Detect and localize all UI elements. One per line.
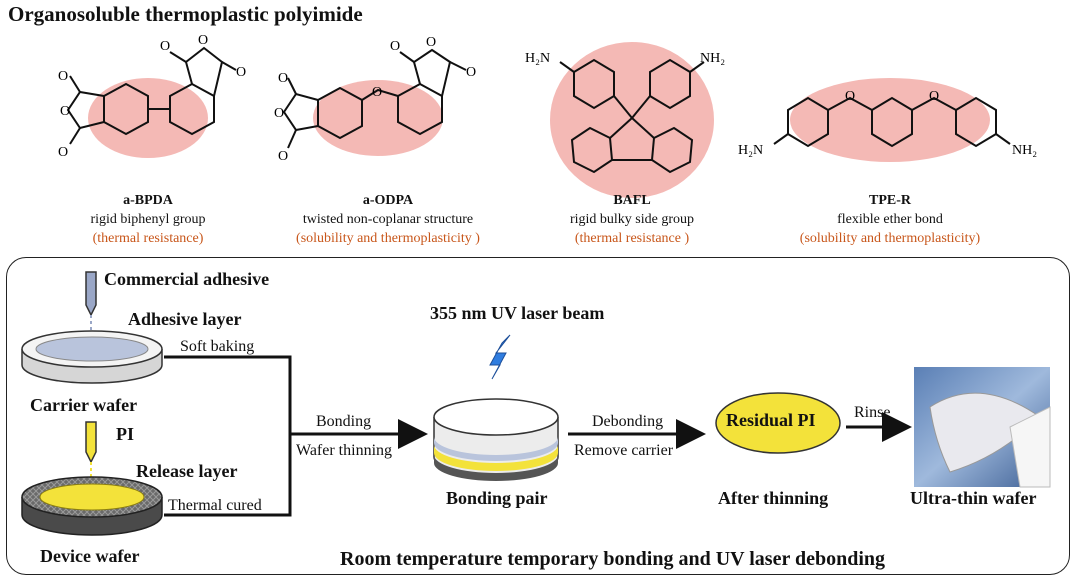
residual-pi-label: Residual PI bbox=[726, 410, 816, 430]
bonding-pair-icon bbox=[433, 398, 559, 481]
process-footer-title: Room temperature temporary bonding and U… bbox=[340, 548, 886, 570]
tpe-r-structure bbox=[773, 78, 1011, 162]
monomer-structures: O O O O O O O O O O O O O H₂N NH₂ bbox=[58, 33, 1037, 198]
device-connector-line bbox=[164, 434, 292, 517]
tpe-r-description: flexible ether bond bbox=[837, 212, 943, 227]
tpe-r-property: (solubility and thermoplasticity) bbox=[799, 231, 981, 246]
tpe-r-h2n: H₂N bbox=[738, 143, 763, 158]
a-bpda-property: (thermal resistance) bbox=[92, 231, 204, 246]
device-wafer-label: Device wafer bbox=[40, 546, 140, 566]
a-odpa-o1: O bbox=[278, 71, 288, 86]
a-bpda-o1: O bbox=[58, 69, 68, 84]
bafl-property: (thermal resistance ) bbox=[574, 231, 690, 246]
a-odpa-o4: O bbox=[390, 39, 400, 54]
commercial-adhesive-label: Commercial adhesive bbox=[104, 269, 270, 289]
a-odpa-property: (solubility and thermoplasticity ) bbox=[296, 231, 480, 246]
a-bpda-o5: O bbox=[198, 33, 208, 48]
a-odpa-highlight bbox=[313, 80, 443, 156]
a-odpa-o3: O bbox=[278, 149, 288, 164]
tpe-r-name: TPE-R bbox=[869, 193, 911, 208]
a-odpa-o5: O bbox=[426, 35, 436, 50]
adhesive-layer-label: Adhesive layer bbox=[128, 309, 242, 329]
a-bpda-structure bbox=[66, 46, 237, 158]
ultra-thin-wafer-photo bbox=[914, 367, 1051, 488]
remove-carrier-label: Remove carrier bbox=[574, 442, 674, 459]
pi-dispenser-icon bbox=[85, 421, 97, 479]
bonding-arrow bbox=[164, 355, 428, 449]
process-diagram bbox=[21, 271, 1051, 536]
a-bpda-o3: O bbox=[58, 145, 68, 160]
a-bpda-o6: O bbox=[236, 65, 246, 80]
ultra-thin-wafer-label: Ultra-thin wafer bbox=[910, 488, 1037, 508]
tpe-r-ether-o1: O bbox=[845, 89, 855, 104]
laser-bolt-icon bbox=[489, 334, 511, 380]
debonding-label: Debonding bbox=[592, 413, 664, 430]
bafl-nh2: NH₂ bbox=[700, 51, 725, 66]
a-odpa-o6: O bbox=[466, 65, 476, 80]
thermal-cured-label: Thermal cured bbox=[168, 497, 262, 514]
bafl-description: rigid bulky side group bbox=[569, 212, 695, 227]
a-odpa-o2: O bbox=[274, 106, 284, 121]
soft-baking-label: Soft baking bbox=[180, 338, 255, 355]
adhesive-dispenser-icon bbox=[85, 271, 97, 335]
carrier-wafer-label: Carrier wafer bbox=[30, 395, 138, 415]
bafl-highlight bbox=[550, 42, 714, 198]
pi-label: PI bbox=[116, 424, 134, 444]
a-bpda-name: a-BPDA bbox=[123, 193, 173, 208]
residual-pi-icon bbox=[715, 392, 841, 454]
bafl-name: BAFL bbox=[613, 193, 651, 208]
process-panel bbox=[6, 257, 1070, 575]
a-odpa-description: twisted non-coplanar structure bbox=[302, 212, 474, 227]
carrier-wafer-icon bbox=[21, 330, 163, 384]
tpe-r-highlight bbox=[790, 78, 990, 162]
tpe-r-ether-o2: O bbox=[929, 89, 939, 104]
after-thinning-label: After thinning bbox=[718, 488, 829, 508]
a-bpda-o2: O bbox=[60, 104, 70, 119]
rinse-label: Rinse bbox=[854, 404, 891, 421]
a-bpda-o4: O bbox=[160, 39, 170, 54]
bonding-pair-label: Bonding pair bbox=[446, 488, 548, 508]
uv-laser-label: 355 nm UV laser beam bbox=[430, 303, 605, 323]
a-odpa-structure bbox=[282, 48, 467, 156]
a-bpda-description: rigid biphenyl group bbox=[90, 212, 206, 227]
bafl-h2n: H₂N bbox=[525, 51, 550, 66]
bonding-label: Bonding bbox=[316, 413, 372, 430]
device-wafer-icon bbox=[21, 476, 163, 536]
wafer-thinning-label: Wafer thinning bbox=[296, 442, 393, 459]
a-odpa-ether-o: O bbox=[372, 85, 382, 100]
tpe-r-nh2: NH₂ bbox=[1012, 143, 1037, 158]
release-layer-label: Release layer bbox=[136, 461, 238, 481]
tpe-r-ring-2 bbox=[871, 96, 913, 148]
diagram-title: Organosoluble thermoplastic polyimide bbox=[8, 2, 363, 26]
bafl-structure bbox=[550, 42, 714, 198]
a-odpa-name: a-ODPA bbox=[362, 193, 414, 208]
